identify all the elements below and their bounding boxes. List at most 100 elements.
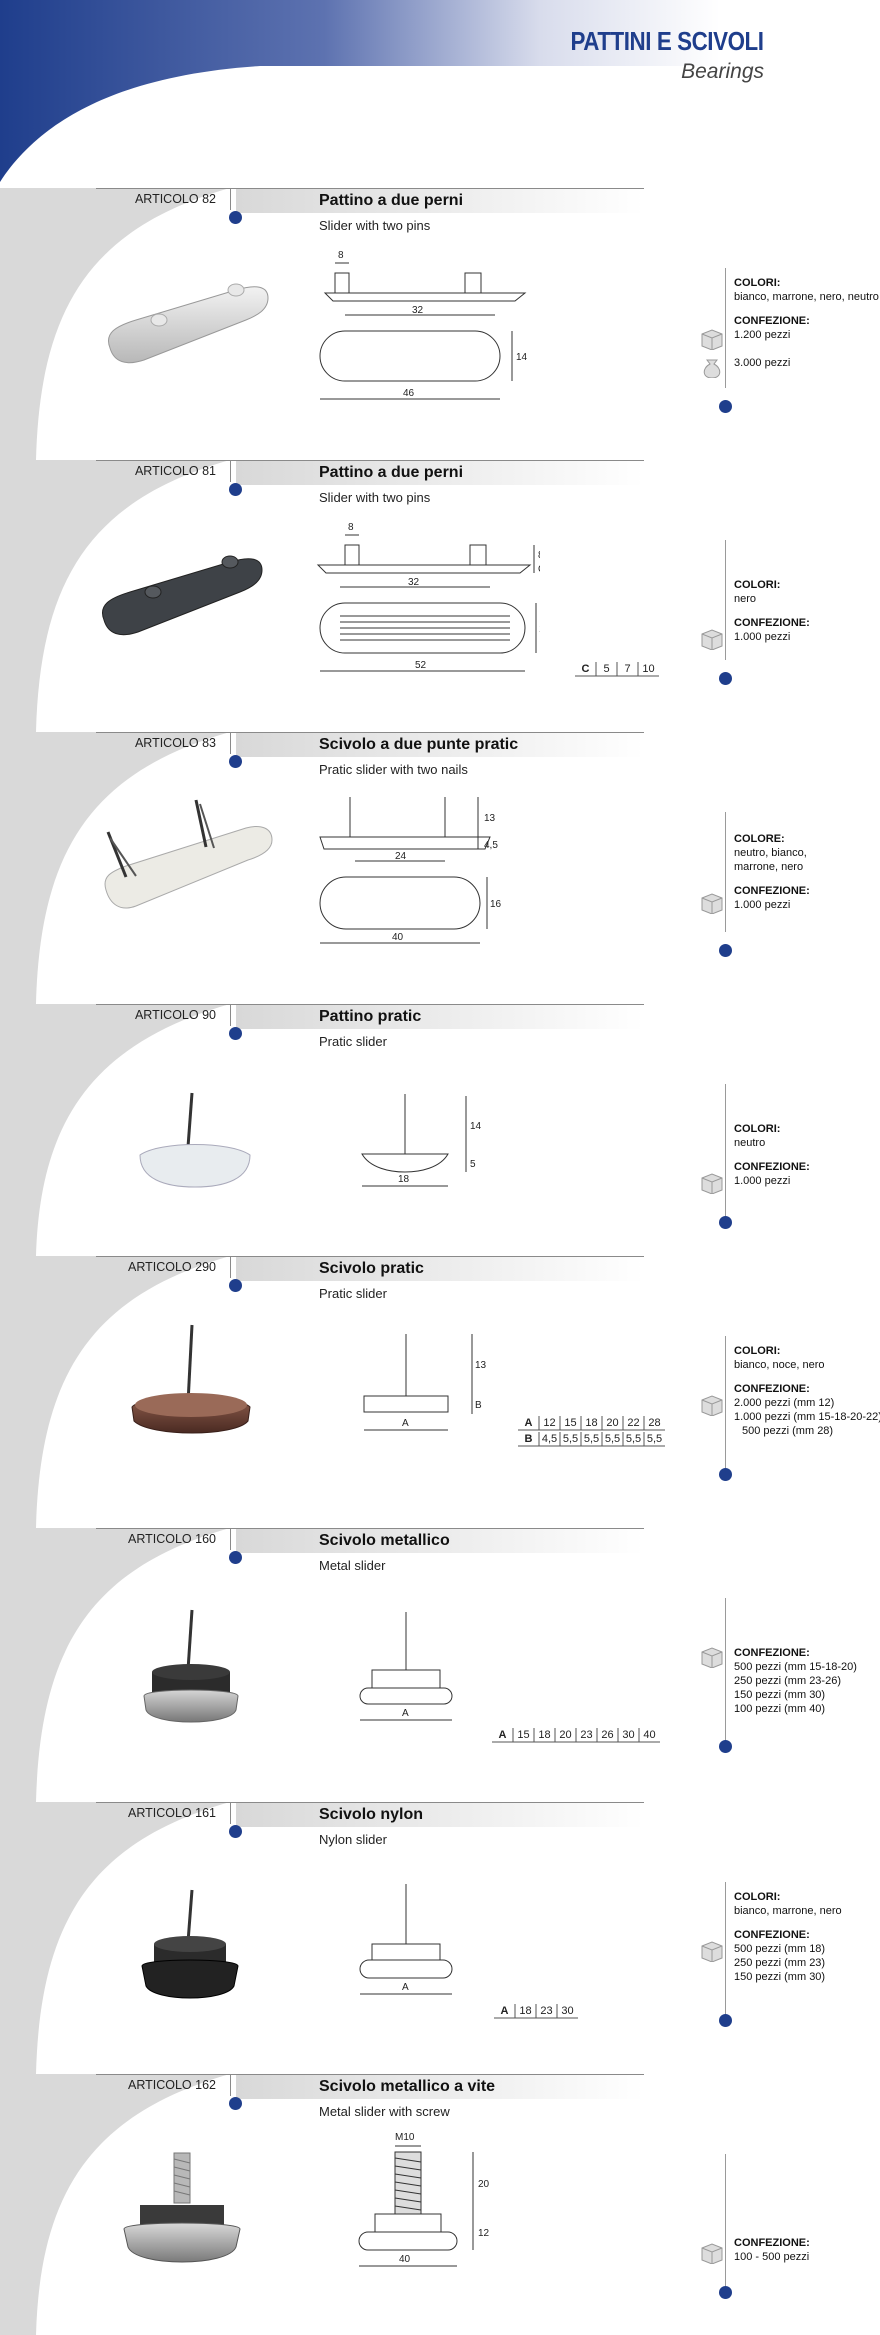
- box-icon: [701, 329, 723, 350]
- dim-base: A: [402, 1708, 409, 1719]
- info-line: 500 pezzi (mm 15-18-20): [734, 1661, 857, 1673]
- info-line: 1.200 pezzi: [734, 329, 791, 341]
- product-info: COLORI:bianco, marrone, nero CONFEZIONE:…: [734, 1890, 874, 1994]
- dim-h2: 4,5: [484, 840, 498, 851]
- info-marker: [719, 944, 732, 957]
- info-line: 1.000 pezzi: [734, 899, 791, 911]
- product-info: COLORE:neutro, bianco,marrone, nero CONF…: [734, 832, 874, 922]
- product-title: Scivolo metallico: [319, 1532, 450, 1549]
- table-cell: A: [501, 2005, 509, 2017]
- product-photo: [108, 283, 269, 364]
- dim-thread: M10: [395, 2132, 415, 2143]
- product-photo: [139, 1092, 251, 1188]
- info-line: 150 pezzi (mm 30): [734, 1971, 826, 1983]
- table-cell: 15: [564, 1417, 576, 1429]
- product-info: CONFEZIONE: 500 pezzi (mm 15-18-20) 250 pe…: [734, 1646, 874, 1726]
- table-cell: A: [525, 1417, 533, 1429]
- technical-drawing: A: [359, 1612, 453, 1721]
- gray-panel: [0, 1004, 230, 1256]
- info-marker: [719, 1468, 732, 1481]
- gray-panel: [0, 1528, 230, 1802]
- dim-base: A: [402, 1418, 409, 1429]
- info-line: 100 - 500 pezzi: [734, 2251, 810, 2263]
- info-label: CONFEZIONE:: [734, 617, 810, 629]
- section-marker: [229, 483, 242, 496]
- table-cell: 7: [624, 663, 630, 675]
- info-line: 3.000 pezzi: [734, 357, 791, 369]
- section-marker: [229, 211, 242, 224]
- product-section: ARTICOLO 161 Scivolo nylon Nylon slider …: [0, 1802, 880, 2074]
- gray-panel: [0, 188, 230, 460]
- technical-drawing: 8 8 3 32 14 46: [319, 250, 528, 400]
- table-cell: 40: [643, 1729, 655, 1741]
- table-cell: 20: [606, 1417, 618, 1429]
- info-line: 250 pezzi (mm 23-26): [734, 1675, 841, 1687]
- info-line: bianco, marrone, nero: [734, 1905, 842, 1917]
- info-marker: [719, 1216, 732, 1229]
- product-photo: [123, 2152, 241, 2263]
- product-photo: [131, 1324, 251, 1434]
- table-cell: 10: [642, 663, 654, 675]
- table-cell: 12: [543, 1417, 555, 1429]
- info-line: 1.000 pezzi: [734, 1175, 791, 1187]
- dim-base: 24: [395, 851, 407, 862]
- info-line: bianco, marrone, nero, neutro: [734, 291, 879, 303]
- table-cell: 28: [648, 1417, 660, 1429]
- table-cell: B: [525, 1433, 533, 1445]
- article-code: ARTICOLO 160: [127, 1532, 216, 1546]
- dim-length: 46: [403, 388, 415, 399]
- section-marker: [229, 1825, 242, 1838]
- dim-h2: 5: [470, 1159, 476, 1170]
- product-subtitle: Pratic slider with two nails: [319, 762, 468, 777]
- bag-icon: [703, 359, 721, 378]
- dim-base: 32: [408, 577, 420, 588]
- dim-h1: 8: [538, 550, 540, 561]
- dim-h1: 13: [484, 813, 496, 824]
- product-info: COLORI:neutro CONFEZIONE:1.000 pezzi: [734, 1122, 874, 1198]
- product-subtitle: Pratic slider: [319, 1286, 387, 1301]
- table-cell: 4,5: [542, 1433, 557, 1445]
- product-section: ARTICOLO 162 Scivolo metallico a vite Me…: [0, 2074, 880, 2335]
- page-title: PATTINI E SCIVOLI: [570, 26, 765, 56]
- dim-length: 52: [415, 660, 427, 671]
- gray-panel: [0, 460, 230, 732]
- table-cell: 15: [517, 1729, 529, 1741]
- technical-drawing: 8 8 C 32 15 52: [316, 522, 540, 672]
- info-label: CONFEZIONE:: [734, 2237, 810, 2249]
- table-cell: 5: [603, 663, 609, 675]
- info-label: CONFEZIONE:: [734, 1161, 810, 1173]
- table-cell: A: [499, 1729, 507, 1741]
- product-subtitle: Slider with two pins: [319, 490, 431, 505]
- gray-panel: [0, 1802, 230, 2074]
- table-cell: 18: [519, 2005, 531, 2017]
- product-section: ARTICOLO 81 Pattino a due perni Slider w…: [0, 460, 880, 732]
- table-cell: 5,5: [626, 1433, 641, 1445]
- info-line: 1.000 pezzi: [734, 631, 791, 643]
- box-icon: [701, 1395, 723, 1416]
- box-icon: [701, 629, 723, 650]
- dim-pin: 8: [348, 522, 354, 533]
- info-marker: [719, 672, 732, 685]
- gray-panel: [0, 1256, 230, 1528]
- product-title: Pattino a due perni: [319, 464, 464, 481]
- technical-drawing: 13 B A: [363, 1334, 487, 1431]
- product-title: Scivolo a due punte pratic: [319, 736, 519, 753]
- info-label: CONFEZIONE:: [734, 885, 810, 897]
- info-label: COLORI:: [734, 277, 781, 289]
- dim-width: 14: [516, 352, 528, 363]
- table-cell: 5,5: [584, 1433, 599, 1445]
- info-label: CONFEZIONE:: [734, 1647, 810, 1659]
- info-line: nero: [734, 593, 757, 605]
- product-info: COLORI:bianco, noce, nero CONFEZIONE:2.0…: [734, 1344, 880, 1448]
- table-cell: C: [582, 663, 590, 675]
- info-line: 500 pezzi (mm 28): [742, 1425, 834, 1437]
- info-line: 150 pezzi (mm 30): [734, 1689, 826, 1701]
- info-marker: [719, 2014, 732, 2027]
- info-label: COLORI:: [734, 1345, 781, 1357]
- info-label: COLORE:: [734, 833, 785, 845]
- table-cell: 5,5: [605, 1433, 620, 1445]
- info-line: marrone, nero: [734, 861, 804, 873]
- article-code: ARTICOLO 83: [134, 736, 216, 750]
- article-code: ARTICOLO 290: [127, 1260, 216, 1274]
